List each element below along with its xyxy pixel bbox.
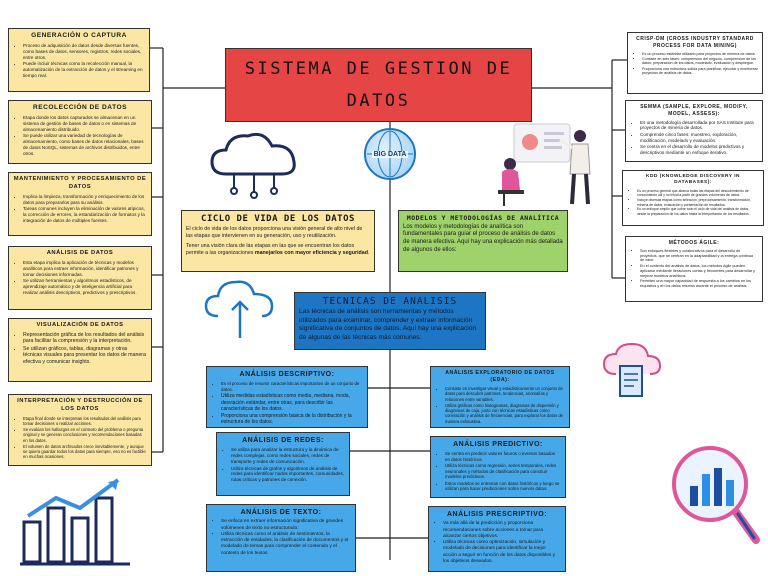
list-item: Utiliza gráficos como histogramas, diagr… (445, 403, 565, 425)
box-tecnicas-analisis: TECNICAS DE ANALISIS Las técnicas de aná… (294, 292, 486, 350)
box-title: MANTENIMIENTO Y PROCESAMIENTO DE DATOS (13, 176, 147, 190)
list-item: Representación gráfica de los resultados… (23, 332, 147, 345)
box-title: MÉTODOS ÁGILE: (668, 240, 720, 246)
list-item: Es un proceso general que abarca todas l… (637, 189, 759, 198)
box-analisis-datos: ANÁLISIS DE DATOS Esta etapa implica la … (8, 246, 152, 310)
list-item: Es un enfoque amplio que cubre todo el c… (637, 207, 759, 216)
list-item: Utiliza técnicas como optimización, simu… (443, 540, 561, 565)
list-item: Utiliza técnicas como regresión, series … (445, 463, 561, 480)
box-title: GENERACIÓN O CAPTURA (31, 32, 127, 39)
page-title: SISTEMA DE GESTION DE DATOS (244, 58, 513, 111)
list-item: Esta etapa implica la aplicación de técn… (23, 260, 147, 278)
box-interpretacion-destruccion: INTERPRETACIÓN Y DESTRUCCIÓN DE LOS DATO… (8, 394, 152, 466)
list-item: Consiste en seis fases: comprensión del … (642, 57, 758, 66)
list-item: Tareas comunes incluyen la eliminación d… (23, 206, 147, 224)
box-analisis-texto: ANÁLISIS DE TEXTO: Se enfoca en extraer … (206, 504, 356, 572)
box-title: MODELOS Y METODOLOGÍAS DE ANALÍTICA (406, 214, 560, 222)
ciclo-text-end: . (367, 250, 370, 257)
list-item: Se utilizan herramientas y algoritmos es… (23, 278, 147, 296)
list-item: Utiliza técnicas de grafos y algoritmos … (231, 466, 345, 484)
box-title: VISUALIZACIÓN DE DATOS (36, 322, 124, 328)
list-item: Implica la limpieza, transformación y en… (23, 194, 147, 206)
list-item: Se puede utilizar una variedad de tecnol… (23, 133, 147, 157)
main-title-banner: SISTEMA DE GESTION DE DATOS (225, 48, 532, 122)
list-item: Proporciona una estructura sólida para p… (642, 67, 758, 76)
list-item: El volumen de datos archivados crece ine… (23, 444, 147, 460)
box-visualizacion-datos: VISUALIZACIÓN DE DATOS Representación gr… (8, 318, 152, 382)
box-title: KDD (KNOWLEDGE DISCOVERY IN DATABASES): (646, 174, 740, 186)
box-crisp-dm: CRISP-DM (CROSS INDUSTRY STANDARD PROCES… (627, 32, 763, 94)
box-title: RECOLECCIÓN DE DATOS (32, 104, 127, 111)
box-metodos-agile: MÉTODOS ÁGILE: Son enfoques flexibles y … (625, 236, 763, 302)
tecnicas-text: Las técnicas de análisis son herramienta… (299, 308, 477, 341)
list-item: Incluye diversas etapas como selección, … (637, 198, 759, 207)
box-title: ANÁLISIS DE DATOS (46, 250, 114, 256)
list-item: Estos modelos se entrenan con datos hist… (445, 481, 561, 492)
list-item: Va más allá de la predicción y proporcio… (443, 521, 561, 539)
box-title: CRISP-DM (CROSS INDUSTRY STANDARD PROCES… (636, 36, 754, 49)
box-title: INTERPRETACIÓN Y DESTRUCCIÓN DE LOS DATO… (17, 398, 143, 412)
box-modelos-metodologias: MODELOS Y METODOLOGÍAS DE ANALÍTICA Los … (398, 210, 568, 272)
ciclo-bold-text: manejarlos con mayor eficiencia y seguri… (254, 250, 368, 257)
list-item: Comprende cinco fases: muestreo, explora… (640, 132, 758, 144)
box-title: ANÁLISIS PRESCRIPTIVO: (446, 511, 548, 518)
analyst-illustration-icon (498, 123, 591, 206)
modelos-text: Los modelos y metodologías de analítica … (403, 223, 563, 254)
box-analisis-prescriptivo: ANÁLISIS PRESCRIPTIVO: Va más allá de la… (428, 506, 566, 572)
box-analisis-descriptivo: ANÁLISIS DESCRIPTIVO: Es el proceso de r… (206, 366, 368, 428)
list-item: Proporciona una comprensión básica de la… (221, 413, 363, 426)
magnifier-chart-icon (672, 446, 760, 544)
list-item: Se utilizan gráficos, tablas, diagramas … (23, 346, 147, 366)
list-item: Se utiliza para analizar la estructura y… (231, 447, 345, 465)
list-item: En el contexto del análisis de datos, lo… (640, 264, 758, 279)
list-item: Puede incluir técnicas como la recolecci… (23, 61, 145, 79)
cloud-upload-icon (204, 280, 274, 338)
list-item: Se evalúan los hallazgos en el contexto … (23, 427, 147, 443)
list-item: Se centra en el desarrollo de modelos pr… (640, 144, 758, 156)
box-title: ANÁLISIS DE REDES: (242, 437, 324, 444)
big-data-globe-icon: BIG DATA (364, 128, 416, 180)
list-item: Es un proceso estándar utilizado para pr… (642, 52, 758, 57)
list-item: Permiten una mayor capacidad de respuest… (640, 279, 758, 289)
bar-chart-icon (20, 478, 130, 566)
list-item: Se enfoca en extraer información signifi… (221, 519, 351, 531)
box-kdd: KDD (KNOWLEDGE DISCOVERY IN DATABASES): … (622, 170, 764, 226)
box-title: ANÁLISIS EXPLORATORIO DE DATOS (EDA): (445, 370, 555, 384)
list-item: Utiliza técnicas como el análisis de sen… (221, 532, 351, 557)
box-analisis-predictivo: ANÁLISIS PREDICTIVO: Se centra en predec… (430, 436, 566, 498)
list-item: Se centra en predecir valores futuros o … (445, 451, 561, 462)
cloud-network-icon (210, 132, 296, 199)
box-mantenimiento-procesamiento: MANTENIMIENTO Y PROCESAMIENTO DE DATOS I… (8, 172, 152, 236)
ciclo-paragraph-1: El ciclo de vida de los datos proporcion… (186, 226, 363, 240)
list-item: Etapa final donde se interpretan los res… (23, 416, 147, 427)
box-title: ANÁLISIS PREDICTIVO: (453, 441, 543, 448)
ciclo-paragraph-2: Tener una visión clara de las etapas en … (186, 243, 370, 257)
box-generacion-captura: GENERACIÓN O CAPTURA Proceso de adquisic… (8, 28, 150, 92)
list-item: Es el proceso de resumir características… (221, 381, 363, 392)
box-recoleccion-datos: RECOLECCIÓN DE DATOS Etapa donde los dat… (8, 100, 152, 164)
big-data-label: BIG DATA (371, 150, 409, 158)
box-title: ANÁLISIS DESCRIPTIVO: (239, 371, 335, 378)
list-item: Proceso de adquisición de datos desde di… (23, 43, 145, 61)
box-analisis-redes: ANÁLISIS DE REDES: Se utiliza para anali… (216, 432, 350, 496)
box-title: TECNICAS DE ANALISIS (322, 296, 458, 307)
box-title: ANÁLISIS DE TEXTO: (240, 509, 322, 516)
list-item: Utiliza medidas estadísticas como media,… (221, 393, 363, 412)
box-ciclo-vida: CICLO DE VIDA DE LOS DATOS El ciclo de v… (181, 210, 375, 272)
list-item: Consiste en investigar visual y estadíst… (445, 386, 565, 402)
box-title: CICLO DE VIDA DE LOS DATOS (201, 214, 355, 224)
cloud-document-icon (602, 342, 662, 397)
list-item: Son enfoques flexibles y colaborativos p… (640, 249, 758, 264)
ciclo-text: Tener una visión clara de las etapas en … (186, 243, 355, 257)
list-item: Etapa donde los datos capturados se alma… (23, 115, 147, 133)
list-item: Es una metodología desarrollada por SAS … (640, 120, 758, 132)
box-analisis-exploratorio: ANÁLISIS EXPLORATORIO DE DATOS (EDA): Co… (430, 366, 570, 428)
box-title: SEMMA (SAMPLE, EXPLORE, MODIFY, MODEL, A… (640, 104, 748, 117)
box-semma: SEMMA (SAMPLE, EXPLORE, MODIFY, MODEL, A… (625, 100, 763, 162)
